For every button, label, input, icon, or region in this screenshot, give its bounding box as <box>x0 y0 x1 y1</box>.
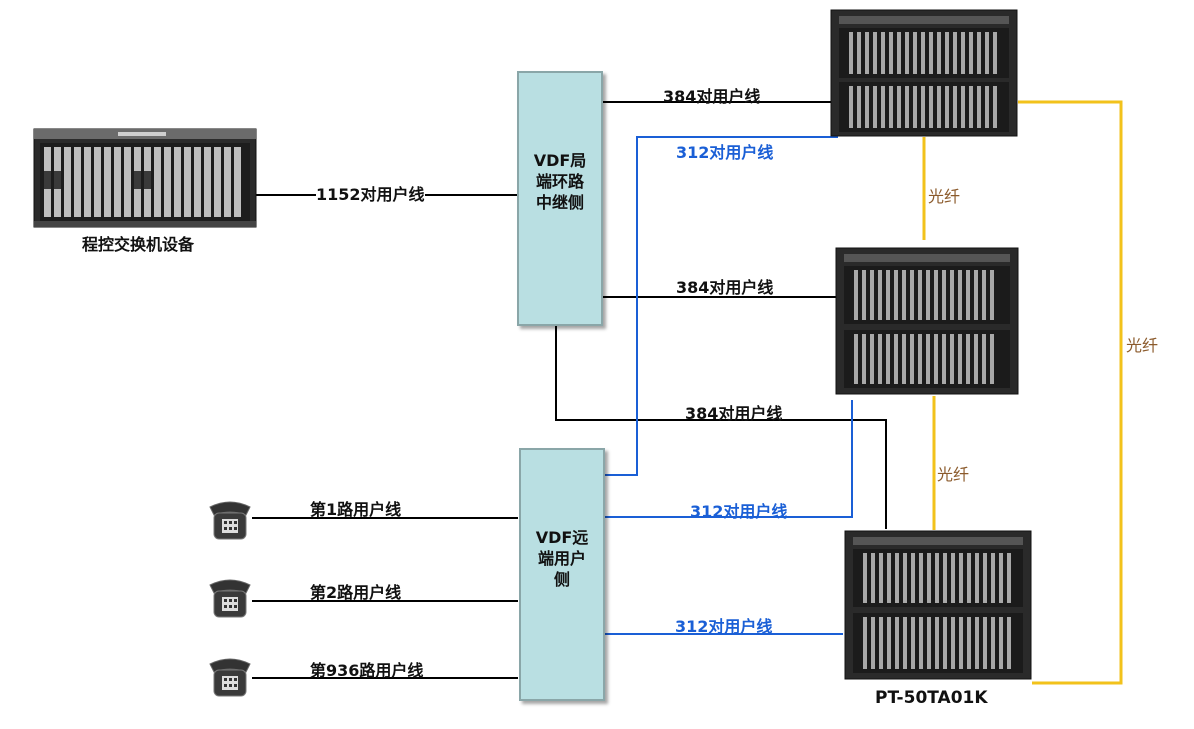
equipment-model-label: PT-50TA01K <box>875 688 988 708</box>
label-fiber-rack1-rack3: 光纤 <box>1126 336 1159 355</box>
label-fiber-rack1-rack2: 光纤 <box>928 187 961 206</box>
fiber-rack1-rack3 <box>1018 100 1123 685</box>
label-phone-line-1: 第1路用户线 <box>310 500 402 519</box>
label-vdf-to-rack2: 384对用户线 <box>676 278 774 297</box>
label-vdf-to-rack3: 384对用户线 <box>685 404 783 423</box>
telephone-icon <box>209 501 251 540</box>
label-phone-line-936: 第936路用户线 <box>310 661 424 680</box>
line-rack2-to-remote <box>602 400 853 518</box>
vdf-remote-box <box>519 448 605 701</box>
label-switch-to-vdf: 1152对用户线 <box>316 185 425 204</box>
vdf-office-box <box>517 71 603 326</box>
telephone-icon <box>209 658 251 697</box>
line-rack1-to-remote <box>602 136 838 476</box>
telephone-icon <box>209 579 251 618</box>
vdf-remote-label: VDF远 端用户 侧 <box>535 528 589 589</box>
label-phone-line-2: 第2路用户线 <box>310 583 402 602</box>
line-vdf-to-rack3 <box>555 322 887 529</box>
switch-caption: 程控交换机设备 <box>82 235 195 254</box>
label-rack2-to-remote: 312对用户线 <box>690 502 788 521</box>
vdf-office-label: VDF局 端环路 中继侧 <box>533 151 587 212</box>
label-vdf-to-rack1: 384对用户线 <box>663 87 761 106</box>
mux-rack-icon <box>844 530 1032 680</box>
mux-rack-icon <box>835 247 1019 395</box>
label-rack1-to-remote: 312对用户线 <box>676 143 774 162</box>
label-fiber-rack2-rack3: 光纤 <box>937 465 970 484</box>
mux-rack-icon <box>830 9 1018 137</box>
label-rack3-to-remote: 312对用户线 <box>675 617 773 636</box>
switch-rack-icon <box>33 128 257 228</box>
